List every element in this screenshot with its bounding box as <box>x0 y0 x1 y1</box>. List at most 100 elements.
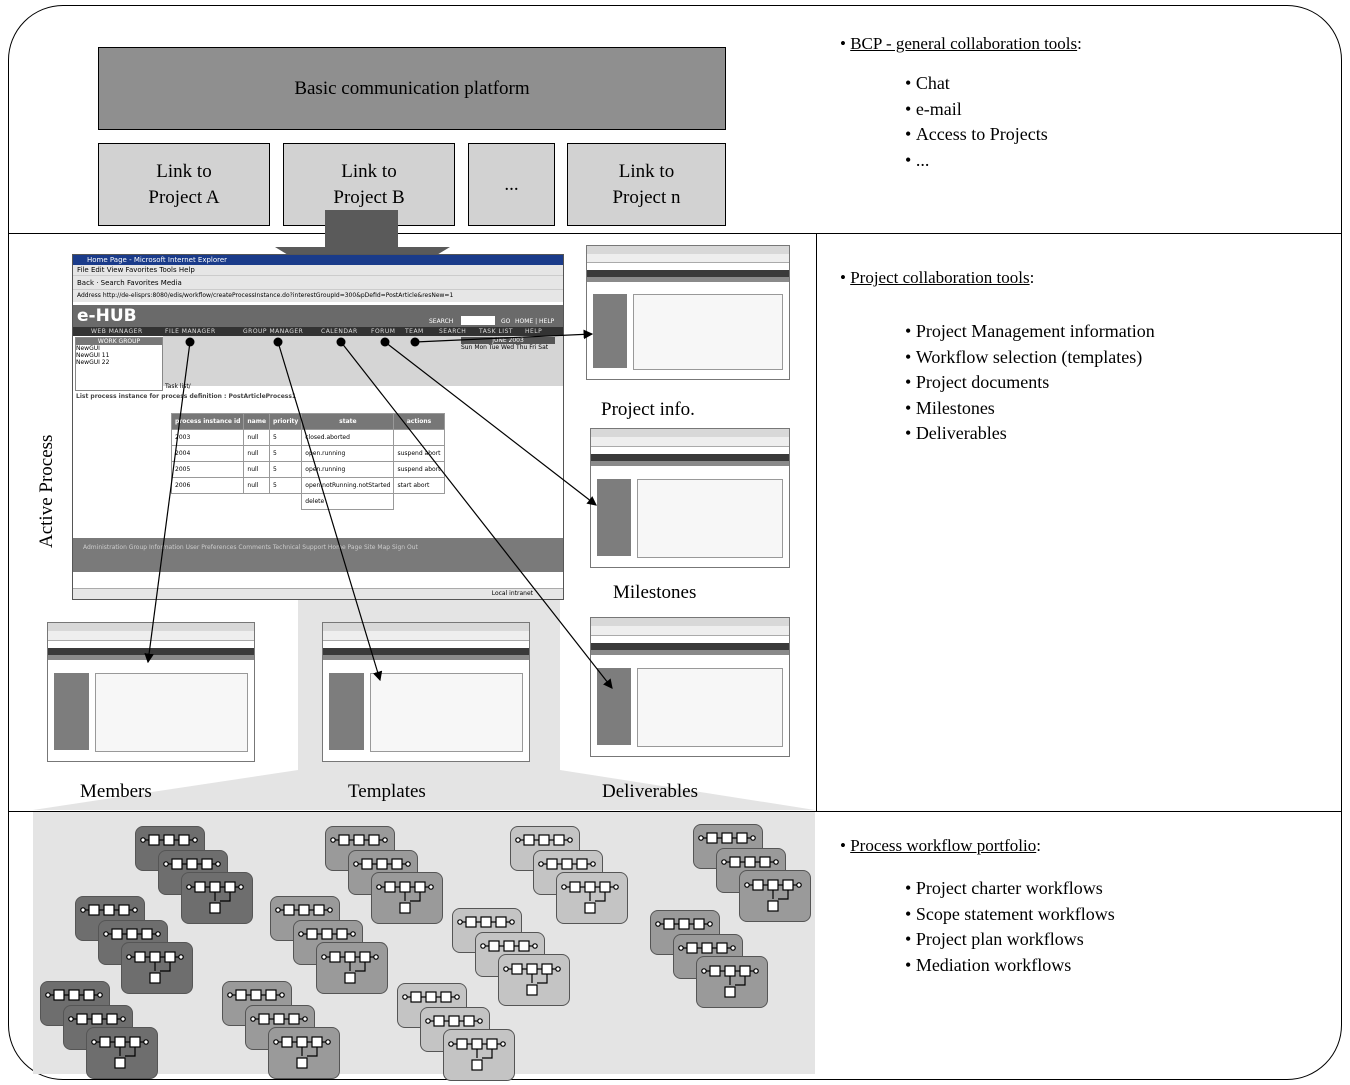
process-table: process instance id name priority state … <box>170 413 445 510</box>
table-cell: 2006 <box>170 477 245 494</box>
work-group-label: WORK GROUP <box>76 338 162 345</box>
workflow-tile-branched <box>121 942 193 994</box>
workflow-tile-branched <box>498 954 570 1006</box>
connector-dot <box>410 337 420 347</box>
nav-item: FILE MANAGER <box>165 328 216 335</box>
templates-screenshot <box>322 622 530 762</box>
table-cell: null <box>243 477 271 494</box>
home-help: HOME | HELP <box>515 318 555 325</box>
address-bar: Address http://de-elisprs:8080/edis/work… <box>73 289 563 302</box>
menu-bar: File Edit View Favorites Tools Help <box>73 265 563 275</box>
arrow-to-templates <box>277 341 383 682</box>
work-group-item: NewGUI <box>76 345 100 352</box>
table-cell: start abort <box>393 477 445 494</box>
ehub-nav-bar: WEB MANAGER FILE MANAGER GROUP MANAGER C… <box>73 327 563 336</box>
project-tool-item: Project Management information <box>905 319 1155 345</box>
project-tool-item: Workflow selection (templates) <box>905 345 1155 371</box>
ehub-screenshot: Home Page - Microsoft Internet Explorer … <box>72 254 564 600</box>
divider-top <box>8 233 1342 234</box>
portfolio-item: Project plan workflows <box>905 927 1115 953</box>
portfolio-item: Scope statement workflows <box>905 902 1115 928</box>
nav-item: TEAM <box>405 328 424 335</box>
nav-item: SEARCH <box>439 328 467 335</box>
bcp-items: Chat e-mail Access to Projects ... <box>905 71 1048 173</box>
table-header: state <box>301 413 395 430</box>
workflow-tile-branched <box>181 872 253 924</box>
workflow-tile-branched <box>696 956 768 1008</box>
project-info-screenshot <box>586 245 790 380</box>
caption-milestones: Milestones <box>613 582 697 603</box>
link-project-n-box: Link to Project n <box>567 143 726 226</box>
workflow-tile-branched <box>443 1029 515 1081</box>
calendar-widget: JUNE 2003 Sun Mon Tue Wed Thu Fri Sat <box>461 337 555 389</box>
caption-templates: Templates <box>348 781 426 802</box>
calendar-title: JUNE 2003 <box>461 337 555 344</box>
table-cell: 5 <box>269 477 303 494</box>
workflow-tile <box>135 826 205 871</box>
bcp-item: ... <box>905 148 1048 174</box>
address-value: http://de-elisprs:8080/edis/workflow/cre… <box>102 292 454 299</box>
work-group-item: NewGUI 22 <box>76 359 110 366</box>
diagram-frame <box>8 5 1342 1080</box>
workflow-tile-branched <box>268 1027 340 1079</box>
workflow-tile-branched <box>739 870 811 922</box>
nav-item: GROUP MANAGER <box>243 328 304 335</box>
bcp-item: Access to Projects <box>905 122 1048 148</box>
project-tools-title: • Project collaboration tools: <box>840 268 1035 287</box>
search-input <box>461 316 495 325</box>
caption-deliverables: Deliverables <box>602 781 699 802</box>
portfolio-title-text: Process workflow portfolio <box>850 836 1037 855</box>
basic-communication-platform-box: Basic communication platform <box>98 47 726 130</box>
table-header: name <box>243 413 271 430</box>
connector-dot <box>336 337 346 347</box>
workflow-tile-branched <box>86 1027 158 1079</box>
footer-links: Administration Group Information User Pr… <box>83 544 418 551</box>
bcp-title-text: BCP - general collaboration tools <box>850 34 1078 53</box>
portfolio-title: • Process workflow portfolio: <box>840 836 1041 855</box>
table-row: 2003 null 5 closed.aborted <box>170 429 445 446</box>
workflow-tile-branched <box>556 872 628 924</box>
table-row: 2005 null 5 open.running suspend abort <box>170 461 445 478</box>
nav-item: HELP <box>525 328 543 335</box>
ehub-footer: Administration Group Information User Pr… <box>73 538 563 572</box>
deliverables-screenshot <box>590 617 790 757</box>
connector-dot <box>185 337 195 347</box>
link-ellipsis-box: ... <box>468 143 555 226</box>
search-label: SEARCH <box>429 318 454 325</box>
status-bar: Local intranet <box>73 588 563 599</box>
connector-dot <box>273 337 283 347</box>
divider-bottom <box>8 811 1342 812</box>
ehub-logo: e-HUB <box>73 305 563 327</box>
go-label: GO <box>501 318 511 325</box>
link-project-a-box: Link to Project A <box>98 143 270 226</box>
project-tools-items: Project Management information Workflow … <box>905 319 1155 447</box>
portfolio-item: Mediation workflows <box>905 953 1115 979</box>
arrow-to-members <box>144 341 191 664</box>
project-tool-item: Milestones <box>905 396 1155 422</box>
bcp-item: e-mail <box>905 97 1048 123</box>
project-tool-item: Project documents <box>905 370 1155 396</box>
caption-members: Members <box>80 781 152 802</box>
arrow-to-deliverables <box>340 341 613 689</box>
workflow-tile-branched <box>371 872 443 924</box>
divider-vertical <box>816 233 817 811</box>
members-screenshot <box>47 622 255 762</box>
ehub-toolbar-area <box>163 336 563 386</box>
bcp-title: • BCP - general collaboration tools: <box>840 34 1082 53</box>
browser-toolbar: Back · Search Favorites Media <box>73 275 563 290</box>
arrow-to-project-info <box>414 329 594 343</box>
project-tools-title-text: Project collaboration tools <box>850 268 1030 287</box>
nav-item: TASK LIST <box>479 328 514 335</box>
work-group-box: WORK GROUP NewGUI NewGUI 11 NewGUI 22 <box>75 337 163 391</box>
portfolio-item: Project charter workflows <box>905 876 1115 902</box>
bcp-item: Chat <box>905 71 1048 97</box>
connector-dot <box>380 337 390 347</box>
nav-item: FORUM <box>371 328 396 335</box>
arrow-to-milestones <box>384 341 597 506</box>
work-group-item: NewGUI 11 <box>76 352 110 359</box>
milestones-screenshot <box>590 428 790 568</box>
project-tool-item: Deliverables <box>905 421 1155 447</box>
task-list-label: Task list/ <box>165 383 191 390</box>
workflow-tile-branched <box>316 942 388 994</box>
